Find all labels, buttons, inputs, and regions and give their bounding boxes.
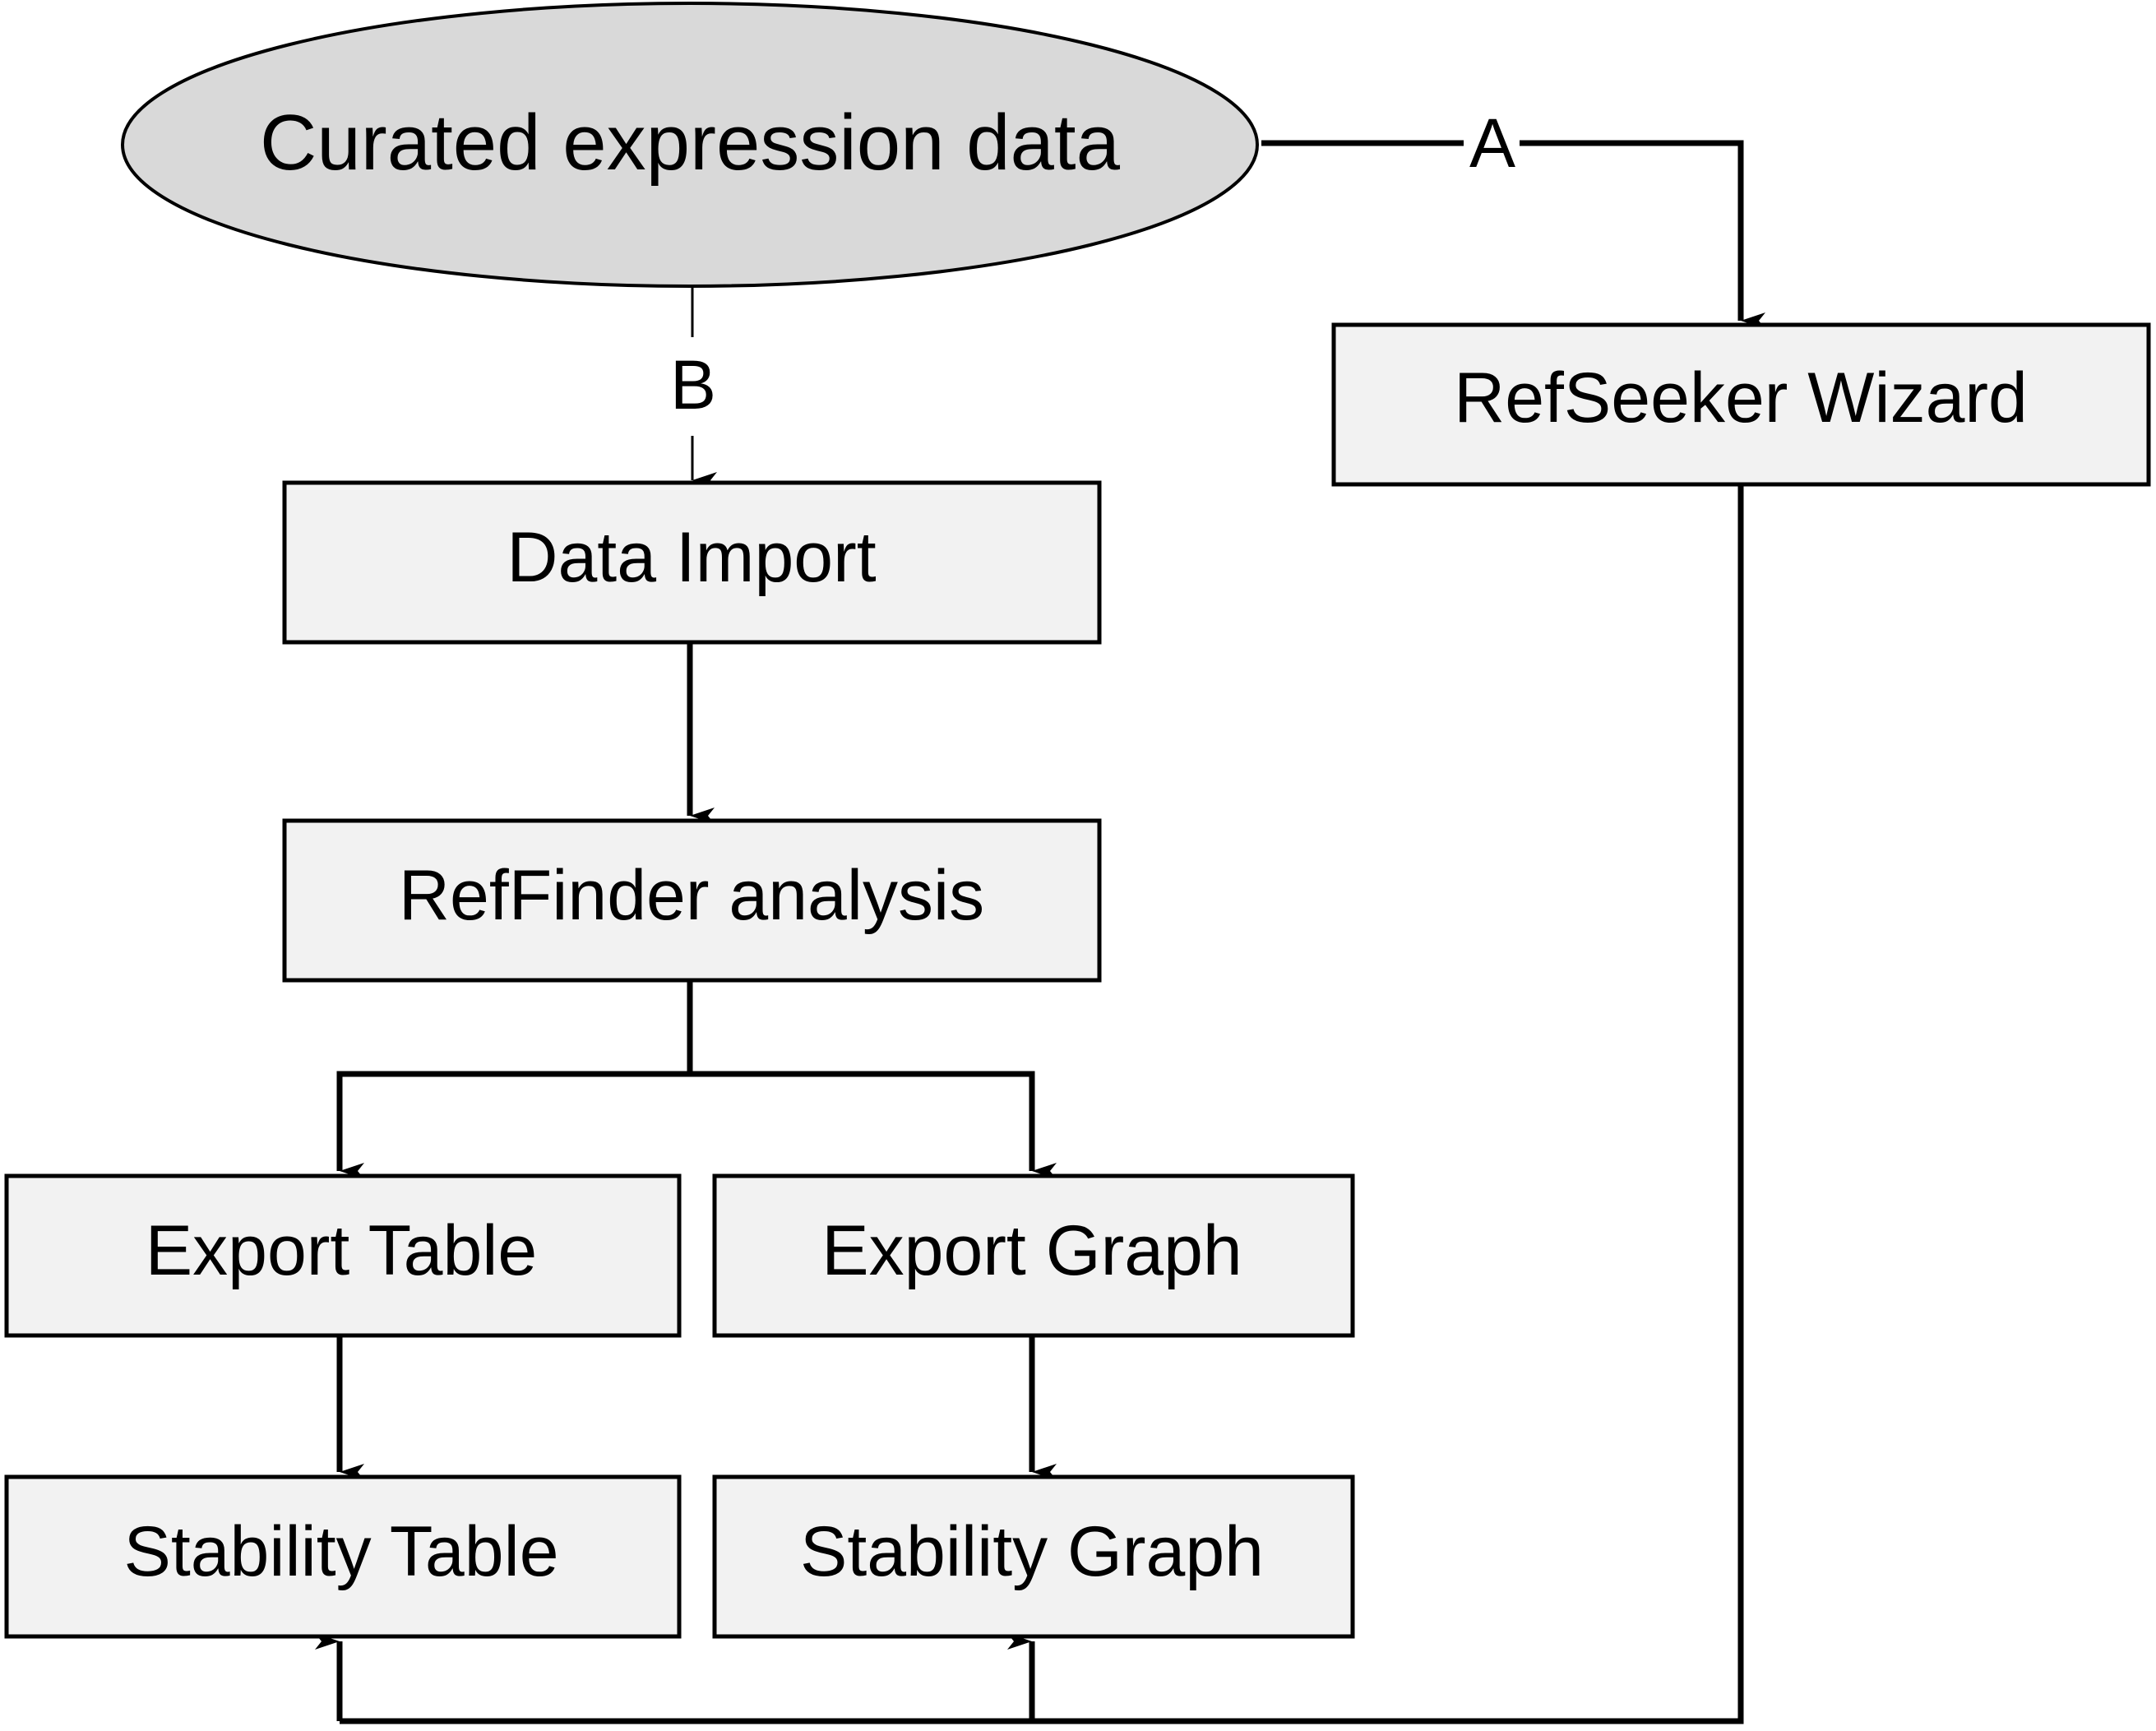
export-graph-box <box>712 1173 1355 1338</box>
node-refseeker-wizard: RefSeeker Wizard <box>1331 322 2151 487</box>
stability-graph-box <box>712 1474 1355 1639</box>
source-ellipse <box>121 2 1259 288</box>
stability-table-box <box>4 1474 682 1639</box>
export-table-box <box>4 1173 682 1338</box>
edge-label-a: A <box>1469 104 1515 182</box>
source-label: Curated expression data <box>260 99 1121 187</box>
stability-graph-label: Stability Graph <box>800 1512 1264 1591</box>
node-export-graph: Export Graph <box>712 1173 1355 1338</box>
edge-source-to-refseeker <box>1261 140 1741 321</box>
stability-table-label: Stability Table <box>123 1512 558 1591</box>
reffinder-box <box>282 818 1102 983</box>
node-data-import: Data Import <box>282 480 1102 645</box>
export-graph-label: Export Graph <box>821 1211 1242 1290</box>
node-reffinder-analysis: RefFinder analysis <box>282 818 1102 983</box>
node-stability-table: Stability Table <box>4 1474 682 1639</box>
node-export-table: Export Table <box>4 1173 682 1338</box>
node-stability-graph: Stability Graph <box>712 1474 1355 1639</box>
edge-reffinder-to-export-graph <box>690 1071 1057 1179</box>
connectors <box>315 140 1744 1724</box>
edge-label-b: B <box>670 346 716 423</box>
edge-reffinder-to-export-table <box>336 1071 690 1179</box>
reffinder-label: RefFinder analysis <box>399 856 984 935</box>
refseeker-label: RefSeeker Wizard <box>1454 359 2028 437</box>
export-table-label: Export Table <box>146 1211 538 1290</box>
data-import-label: Data Import <box>507 518 876 597</box>
data-import-box <box>282 480 1102 645</box>
refseeker-box <box>1331 322 2151 487</box>
edge-refseeker-to-stability-bus <box>340 484 1744 1724</box>
node-curated-expression-data: Curated expression data <box>121 2 1259 288</box>
